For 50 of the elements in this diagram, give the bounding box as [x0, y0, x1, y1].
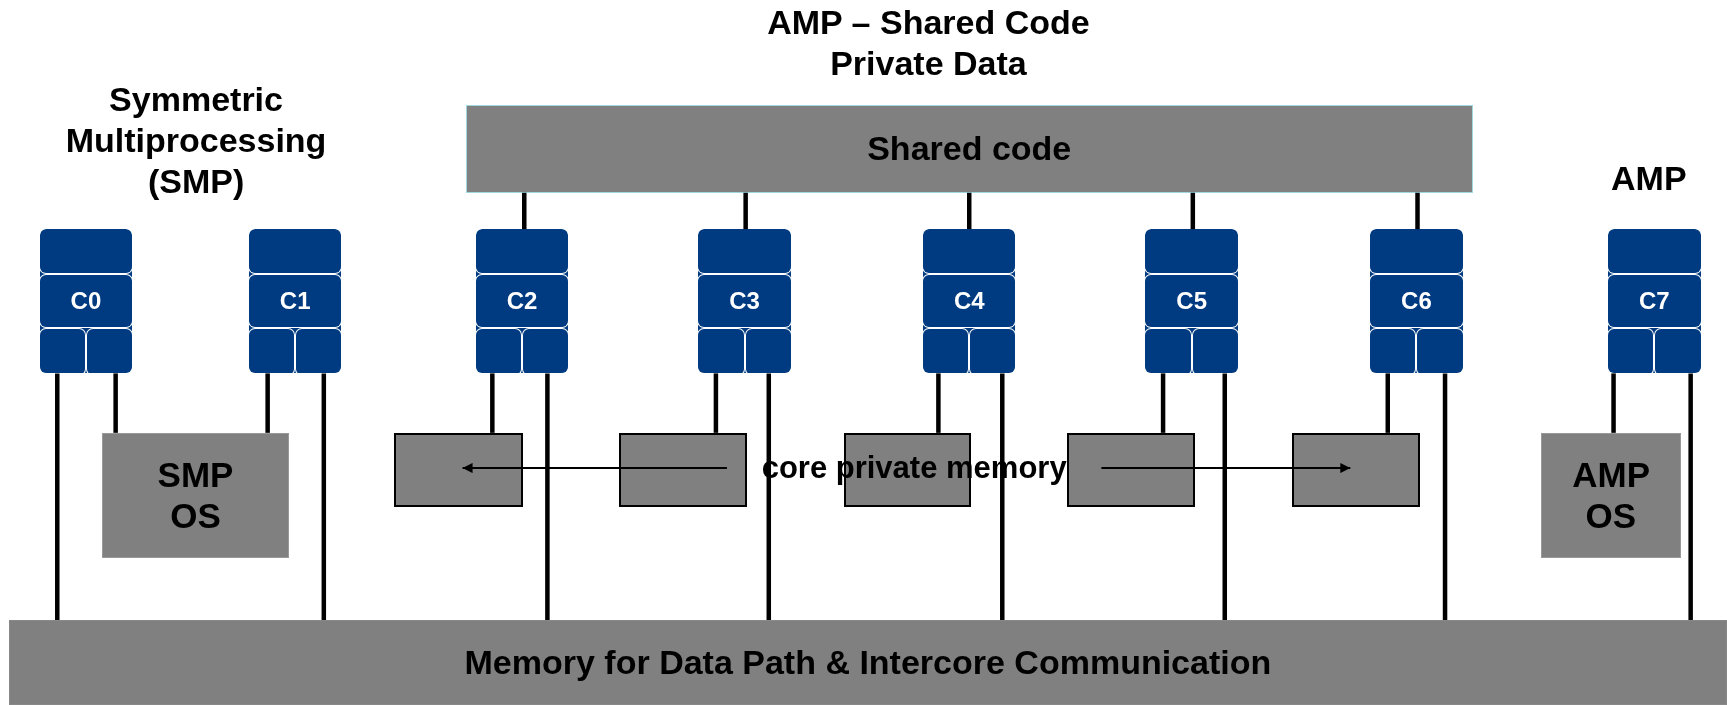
- connector-line: [1222, 373, 1227, 621]
- processor-core-drawing: [1145, 229, 1238, 374]
- memory-box: [1067, 432, 1195, 507]
- memory-box: [619, 432, 747, 507]
- connector-line: [713, 373, 719, 433]
- leader-arrow: [1100, 463, 1352, 474]
- connector-line: [1190, 192, 1196, 230]
- group-heading: AMP: [1610, 157, 1688, 199]
- core-label: C5: [1176, 287, 1208, 316]
- core-label: C6: [1401, 287, 1432, 316]
- core-label: C7: [1638, 287, 1670, 316]
- memory-bar: Memory for Data Path & Intercore Communication: [8, 620, 1727, 705]
- connector-line: [1611, 373, 1616, 433]
- core-label: C2: [506, 287, 538, 316]
- connector-line: [321, 373, 327, 621]
- processor-core-drawing: [1608, 229, 1701, 374]
- leader-arrow: [461, 463, 728, 474]
- os-box: SMP OS: [102, 432, 289, 559]
- memory-bar: Shared code: [465, 104, 1473, 193]
- processor-core-drawing: [698, 229, 791, 374]
- os-box: AMP OS: [1540, 432, 1681, 559]
- connector-line: [1688, 373, 1693, 621]
- connector-line: [1442, 373, 1448, 621]
- connector-line: [766, 373, 772, 621]
- processor-core-drawing: [922, 229, 1016, 374]
- core-label: C1: [279, 287, 311, 316]
- connector-line: [1160, 373, 1166, 433]
- memory-box: [394, 432, 524, 507]
- connector-line: [522, 192, 527, 230]
- connector-line: [936, 373, 941, 433]
- core-label: C0: [70, 287, 102, 316]
- group-heading: Symmetric Multiprocessing (SMP): [64, 79, 328, 202]
- connector-line: [265, 373, 270, 433]
- processor-core-drawing: [39, 229, 133, 374]
- core-label: C4: [953, 287, 985, 316]
- connector-line: [743, 192, 748, 230]
- connector-line: [1385, 373, 1390, 433]
- connector-line: [967, 192, 972, 230]
- processor-core-drawing: [1370, 229, 1463, 374]
- connector-line: [490, 373, 495, 433]
- connector-line: [545, 373, 550, 621]
- processor-core-drawing: [248, 229, 342, 374]
- connector-line: [1415, 192, 1420, 230]
- connector-line: [113, 373, 118, 433]
- group-heading: AMP – Shared Code Private Data: [766, 2, 1091, 84]
- core-label: C3: [729, 287, 760, 316]
- connector-line: [55, 373, 60, 621]
- connector-line: [1000, 373, 1005, 621]
- memory-box: [1291, 432, 1420, 507]
- processor-core-drawing: [475, 229, 569, 374]
